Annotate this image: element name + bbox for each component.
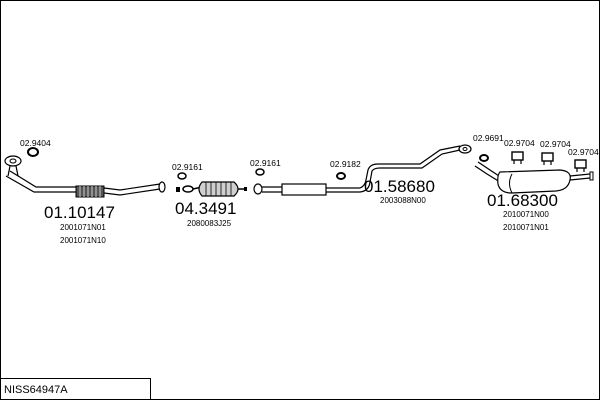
rubber-mount-3-icon[interactable] — [574, 159, 587, 172]
rear-silencer-drawing[interactable] — [474, 161, 594, 194]
rubber-mount-2-number: 02.9704 — [540, 139, 571, 149]
gasket-cat-inlet-icon[interactable] — [177, 172, 187, 180]
middle-silencer-number: 01.58680 — [364, 177, 435, 196]
middle-silencer-drawing[interactable] — [253, 144, 472, 196]
gasket-cat-outlet-icon[interactable] — [255, 168, 265, 176]
reference-code: NISS64947A — [4, 384, 68, 396]
rubber-mount-2-icon[interactable] — [541, 152, 554, 165]
catalytic-converter-oem-1: 2080083J25 — [187, 219, 232, 228]
gasket-front-icon[interactable] — [27, 147, 39, 157]
gasket-rear-number: 02.9691 — [473, 133, 504, 143]
front-pipe-drawing[interactable] — [4, 155, 166, 198]
catalytic-converter-drawing[interactable] — [176, 181, 247, 197]
gasket-front-number: 02.9404 — [20, 138, 51, 148]
rubber-mount-3-number: 02.9704 — [568, 147, 599, 157]
rear-silencer-number: 01.68300 — [487, 191, 558, 210]
rear-silencer-oem-2: 2010071N01 — [503, 223, 549, 232]
front-pipe-number: 01.10147 — [44, 203, 115, 222]
gasket-cat-inlet-number: 02.9161 — [172, 162, 203, 172]
front-pipe-oem-2: 2001071N10 — [60, 236, 106, 245]
reference-box: NISS64947A — [0, 378, 151, 400]
rubber-mount-1-number: 02.9704 — [504, 138, 535, 148]
gasket-rear-icon[interactable] — [479, 154, 489, 162]
gasket-middle-icon[interactable] — [336, 172, 346, 180]
rubber-mount-1-icon[interactable] — [511, 151, 524, 164]
rear-silencer-oem-1: 2010071N00 — [503, 210, 549, 219]
middle-silencer-oem-1: 2003088N00 — [380, 196, 426, 205]
gasket-middle-number: 02.9182 — [330, 159, 361, 169]
gasket-cat-outlet-number: 02.9161 — [250, 158, 281, 168]
catalytic-converter-number: 04.3491 — [175, 199, 236, 218]
front-pipe-oem-1: 2001071N01 — [60, 223, 106, 232]
